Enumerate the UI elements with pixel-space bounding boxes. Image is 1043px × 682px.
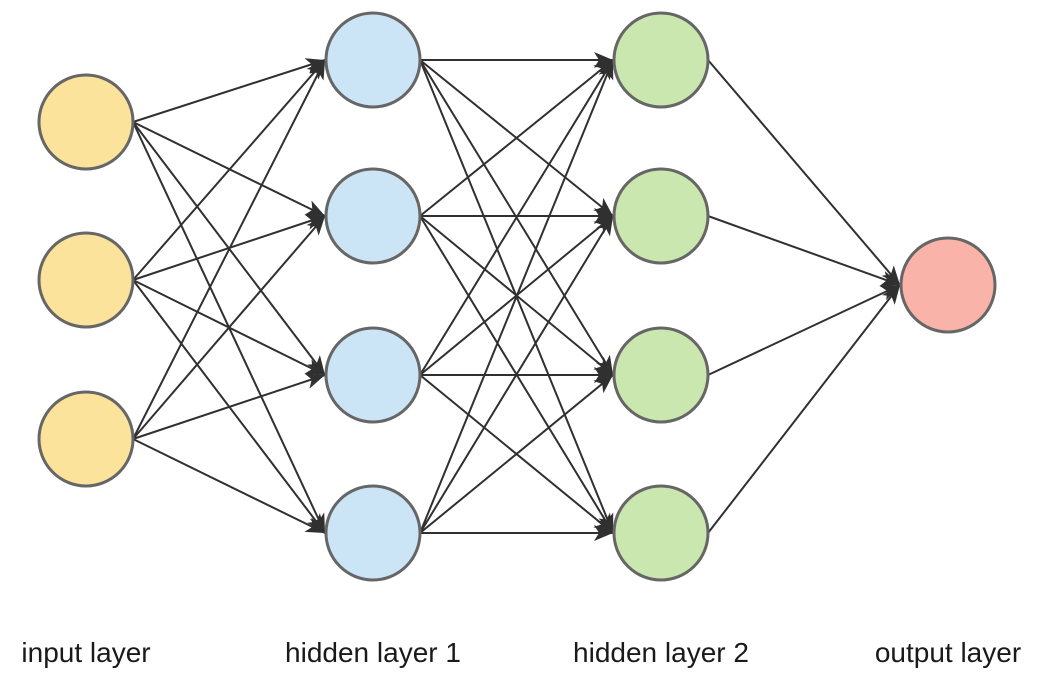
- hidden-layer-2-node-2: [612, 167, 710, 265]
- edge-hidden-layer-2-to-output-layer: [707, 284, 901, 534]
- layer-label-hidden-2: hidden layer 2: [573, 637, 749, 668]
- edges-group: [132, 52, 901, 541]
- layer-label-input: input layer: [21, 637, 151, 668]
- edge-hidden-layer-2-to-output-layer: [707, 215, 901, 287]
- edge-input-layer-to-hidden-layer-1: [132, 59, 326, 440]
- hidden-layer-1-node-3: [324, 326, 422, 424]
- edge-input-layer-to-hidden-layer-1: [132, 438, 326, 534]
- edge-input-layer-to-hidden-layer-1: [132, 59, 326, 281]
- edge-hidden-layer-2-to-output-layer: [707, 284, 901, 376]
- input-layer-node-2: [37, 231, 135, 329]
- edge-input-layer-to-hidden-layer-1: [132, 215, 326, 440]
- hidden-layer-1-node-1: [324, 11, 422, 109]
- layer-label-hidden-1: hidden layer 1: [285, 637, 461, 668]
- edge-input-layer-to-hidden-layer-1: [132, 373, 326, 440]
- edge-hidden-layer-1-to-hidden-layer-2: [419, 59, 614, 217]
- edge-hidden-layer-1-to-hidden-layer-2: [419, 59, 614, 534]
- hidden-layer-2-node-3: [612, 326, 710, 424]
- input-layer-node-1: [37, 73, 135, 171]
- nodes-group: [37, 11, 997, 582]
- input-layer-node-3: [37, 390, 135, 488]
- hidden-layer-1-node-2: [324, 167, 422, 265]
- output-layer-node-1: [899, 236, 997, 334]
- layer-label-output: output layer: [874, 637, 1022, 668]
- edge-hidden-layer-1-to-hidden-layer-2: [419, 374, 614, 534]
- edge-hidden-layer-1-to-hidden-layer-2: [419, 59, 614, 376]
- hidden-layer-2-node-4: [612, 484, 710, 582]
- hidden-layer-1-node-4: [324, 484, 422, 582]
- hidden-layer-2-node-1: [612, 11, 710, 109]
- edge-hidden-layer-1-to-hidden-layer-2: [419, 215, 614, 534]
- edge-input-layer-to-hidden-layer-1: [132, 58, 326, 123]
- edge-hidden-layer-2-to-output-layer: [707, 59, 901, 286]
